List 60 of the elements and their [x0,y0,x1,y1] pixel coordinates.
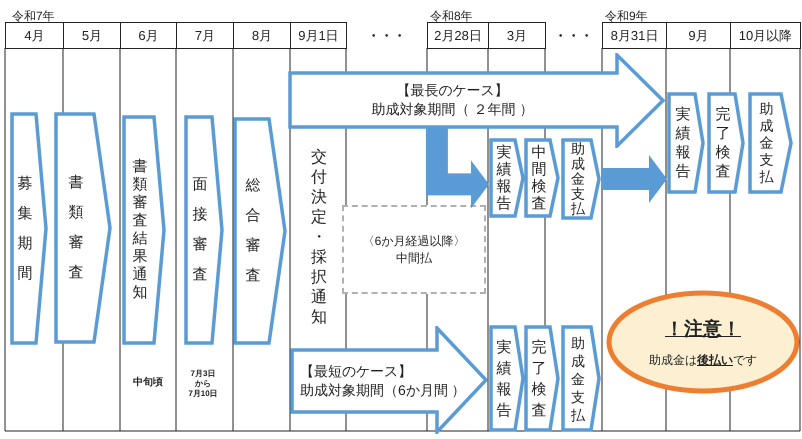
date-note: 中旬頃 [132,376,164,389]
step-box [748,92,793,194]
notice-ellipse [606,290,800,394]
flow-arrow [426,127,489,208]
step-label: 完了検査 [714,105,732,181]
notice-text: 助成金は後払いです [649,352,757,368]
header-cell: 5月 [63,22,121,49]
step-box [122,115,166,345]
step-box [184,115,224,345]
step-box [561,138,601,220]
step-box [489,138,525,218]
date-note: 7月10日 [187,389,219,400]
header-cell: 9月1日 [290,22,347,49]
step-box [233,117,287,345]
notice-heading: ！注意！ [665,318,741,342]
step-label: 完了検査 [530,338,548,420]
step-label: 助成金支払 [570,142,586,216]
dashed-box [342,205,486,294]
flow-arrow [601,155,667,203]
step-label: 募集期間 [16,174,34,284]
header-cell: 4月 [5,22,64,49]
step-box [524,325,560,432]
step-box [561,325,601,432]
header-cell: 7月 [176,22,234,49]
step-label: 実績報告 [674,105,692,181]
period-text: 助成対象期間（ ２年間 ） [372,100,534,119]
ellipsis-text: ・・・ [366,26,407,44]
step-box [707,92,745,194]
year-label: 令和7年 [12,8,55,25]
year-label: 令和8年 [430,8,473,25]
vertical-text: 交付決定・採択通知 [310,148,328,328]
case-heading: 【最短のケース】 [300,362,412,381]
step-label: 実績報告 [496,144,512,212]
step-label: 書類審査結果通知 [132,158,148,302]
step-label: 書類審査 [68,173,84,283]
note-text: 〈6か月経過以降〉中間払 [362,232,466,266]
period-text: 助成対象期間（6か月間 ） [300,381,466,400]
header-cell: 6月 [120,22,177,49]
ellipsis-text: ・・・ [553,26,594,44]
step-box [10,112,48,345]
date-note: から [194,379,212,390]
step-box [489,325,525,432]
step-box [54,112,112,344]
step-label: 中間検査 [530,144,548,212]
header-cell: 9月 [666,22,731,49]
step-box [524,138,560,218]
step-label: 助成金支払 [570,334,586,424]
header-cell: 3月 [488,22,546,49]
header-cell: 8月31日 [602,22,667,49]
step-box [667,92,705,194]
date-note: 7月3日 [190,369,216,380]
header-cell: 8月 [233,22,291,49]
step-label: 総合審査 [244,176,262,286]
case-heading: 【最長のケース】 [396,81,508,100]
year-label: 令和9年 [605,8,648,25]
header-cell: 10月以降 [730,22,801,49]
step-label: 助成金支払 [758,100,774,186]
step-label: 面接審査 [192,175,208,285]
header-cell: 2月28日 [427,22,489,49]
step-label: 実績報告 [496,338,512,420]
